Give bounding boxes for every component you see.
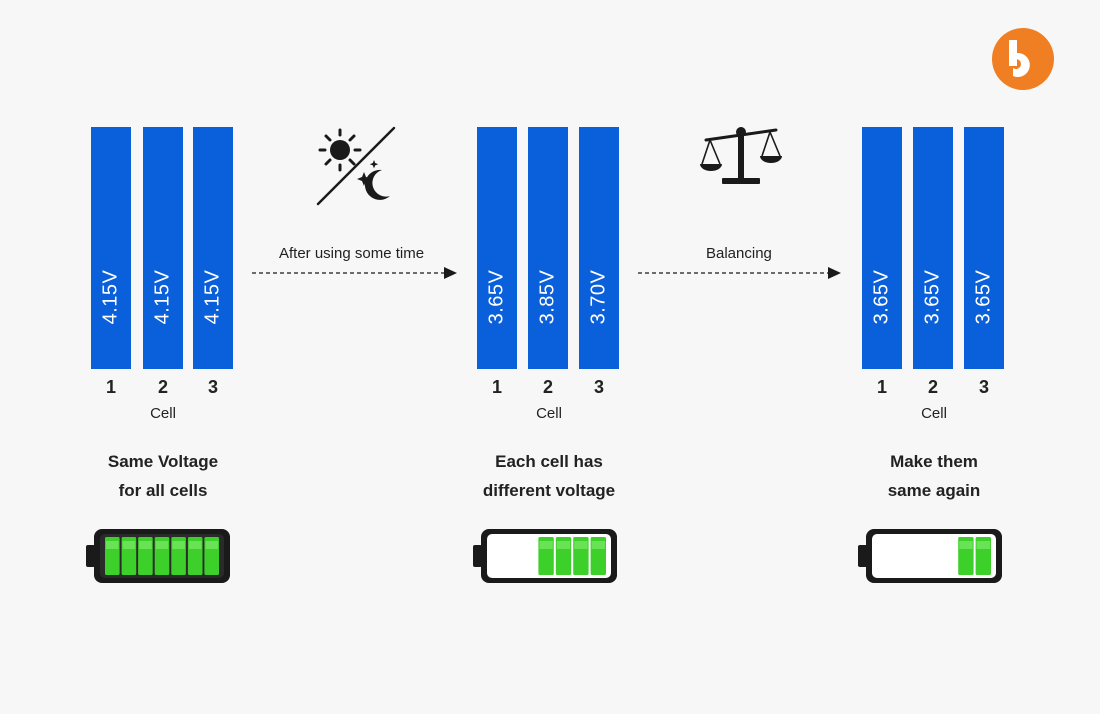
battery-fill-highlight xyxy=(172,541,185,549)
cell-number: 3 xyxy=(593,377,604,397)
cell-number: 2 xyxy=(542,377,553,397)
cell-group-before: 4.15V 4.15V 4.15V 1 2 3 Cell xyxy=(91,127,235,422)
cell-voltage-label: 3.65V xyxy=(921,269,944,325)
battery-fill-highlight xyxy=(591,541,605,549)
cell-bar: 4.15V xyxy=(193,127,233,369)
cell-number: 2 xyxy=(157,377,168,397)
step-label-aging: After using some time xyxy=(279,245,425,262)
dashed-arrow-icon xyxy=(638,267,841,279)
caption-line: same again xyxy=(887,481,981,500)
cell-group-unbalanced: 3.65V 3.85V 3.70V 1 2 3 Cell xyxy=(477,127,621,422)
caption-before: Same Voltage for all cells xyxy=(53,447,273,505)
battery-partial-icon xyxy=(473,529,617,583)
cell-group-balanced: 3.65V 3.65V 3.65V 1 2 3 Cell xyxy=(862,127,1006,422)
cell-bar: 4.15V xyxy=(91,127,131,369)
caption-unbalanced: Each cell has different voltage xyxy=(439,447,659,505)
battery-fill-highlight xyxy=(556,541,571,549)
cell-voltage-label: 4.15V xyxy=(201,269,224,325)
battery-fill-highlight xyxy=(106,541,119,549)
cell-number: 1 xyxy=(876,377,887,397)
battery-fill-highlight xyxy=(122,541,136,549)
cell-voltage-label: 3.65V xyxy=(485,269,508,325)
cell-bar: 3.70V xyxy=(579,127,619,369)
battery-fill-highlight xyxy=(959,541,973,549)
caption-balanced: Make them same again xyxy=(824,447,1044,505)
caption-line: Same Voltage xyxy=(107,452,219,471)
cell-number: 3 xyxy=(978,377,989,397)
cell-voltage-label: 3.70V xyxy=(587,269,610,325)
battery-fill-highlight xyxy=(539,541,553,549)
battery-low-icon xyxy=(858,529,1002,583)
cell-bar: 3.65V xyxy=(964,127,1004,369)
cell-voltage-label: 3.85V xyxy=(536,269,559,325)
cell-axis-label: Cell xyxy=(536,405,562,422)
cell-bar: 3.65V xyxy=(477,127,517,369)
battery-fill-highlight xyxy=(205,541,218,549)
cell-number: 3 xyxy=(207,377,218,397)
battery-fill-highlight xyxy=(188,541,202,549)
cell-number: 1 xyxy=(491,377,502,397)
cell-bar: 4.15V xyxy=(143,127,183,369)
cell-bar: 3.65V xyxy=(862,127,902,369)
cell-axis-label: Cell xyxy=(921,405,947,422)
cell-number: 2 xyxy=(927,377,938,397)
cell-axis-label: Cell xyxy=(150,405,176,422)
brand-logo-icon xyxy=(992,28,1054,90)
caption-line: for all cells xyxy=(118,481,208,500)
battery-full-icon xyxy=(86,529,230,583)
caption-line: Each cell has xyxy=(495,452,603,471)
cell-bar: 3.65V xyxy=(913,127,953,369)
balance-scale-icon xyxy=(700,127,782,184)
battery-fill-highlight xyxy=(574,541,588,549)
cell-bar: 3.85V xyxy=(528,127,568,369)
cell-voltage-label: 4.15V xyxy=(99,269,122,325)
battery-fill-highlight xyxy=(139,541,152,549)
dashed-arrow-icon xyxy=(252,267,457,279)
step-label-balancing: Balancing xyxy=(706,245,772,262)
cell-voltage-label: 3.65V xyxy=(972,269,995,325)
day-night-icon xyxy=(316,126,396,206)
battery-fill-highlight xyxy=(155,541,169,549)
cell-voltage-label: 3.65V xyxy=(870,269,893,325)
caption-line: different voltage xyxy=(482,481,616,500)
caption-line: Make them xyxy=(890,452,978,471)
battery-fill-highlight xyxy=(976,541,990,549)
cell-voltage-label: 4.15V xyxy=(151,269,174,325)
cell-number: 1 xyxy=(105,377,116,397)
